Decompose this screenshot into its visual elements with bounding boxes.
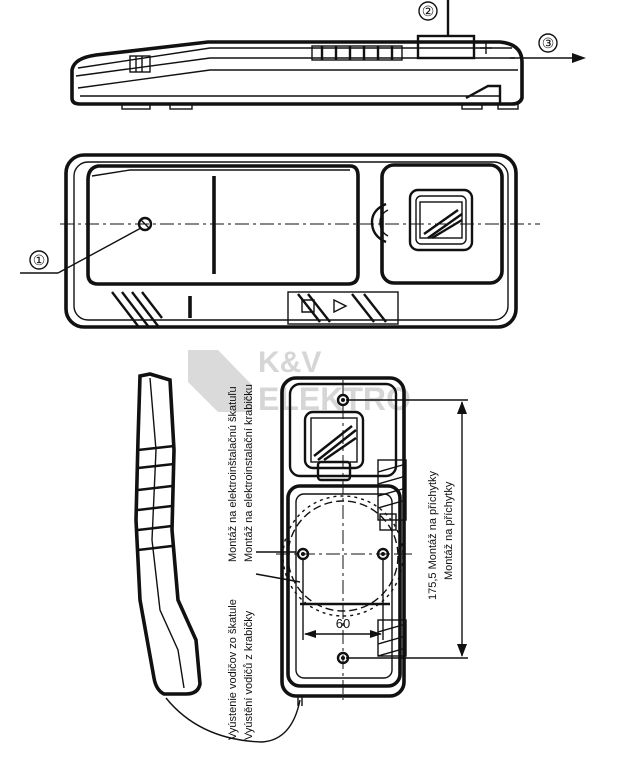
box-mount-label-sk: Montáž na elektroinštalačnú škatuľu xyxy=(227,386,239,562)
callout-3: ③ xyxy=(538,33,558,53)
width-dimension xyxy=(302,560,384,640)
callout-2: ② xyxy=(418,1,438,21)
back-view xyxy=(255,376,412,706)
callout-3-label: ③ xyxy=(542,35,555,51)
watermark-logo-icon xyxy=(188,350,252,412)
front-slots xyxy=(111,291,399,327)
wire-exit-label-sk: Vyústenie vodičov zo škatule xyxy=(227,599,239,740)
width-dimension-label: 60 xyxy=(336,616,350,631)
box-mount-label-cz: Montáž na elektroinstalační krabičku xyxy=(243,384,255,562)
height-dimension-label: 175,5 Montáž na příchytky xyxy=(427,470,439,600)
height-dimension-label-alt: Montáž na příchytky xyxy=(443,481,455,580)
top-view xyxy=(20,153,540,329)
handset-cradle xyxy=(86,164,360,286)
callout-1: ① xyxy=(29,250,49,270)
hook-switch-area xyxy=(370,163,504,285)
height-dimension xyxy=(346,399,468,659)
watermark-line1: K&V xyxy=(258,346,321,379)
watermark: K&V ELEKTRO xyxy=(188,346,411,417)
side-vent-slots xyxy=(311,45,403,61)
callout-2-label: ② xyxy=(422,3,435,19)
wire-exit-label-cz: Vyústění vodičů z krabičky xyxy=(243,610,255,740)
callout-1-label: ① xyxy=(33,252,46,268)
handset-side-view xyxy=(134,372,301,743)
side-view xyxy=(70,0,586,110)
